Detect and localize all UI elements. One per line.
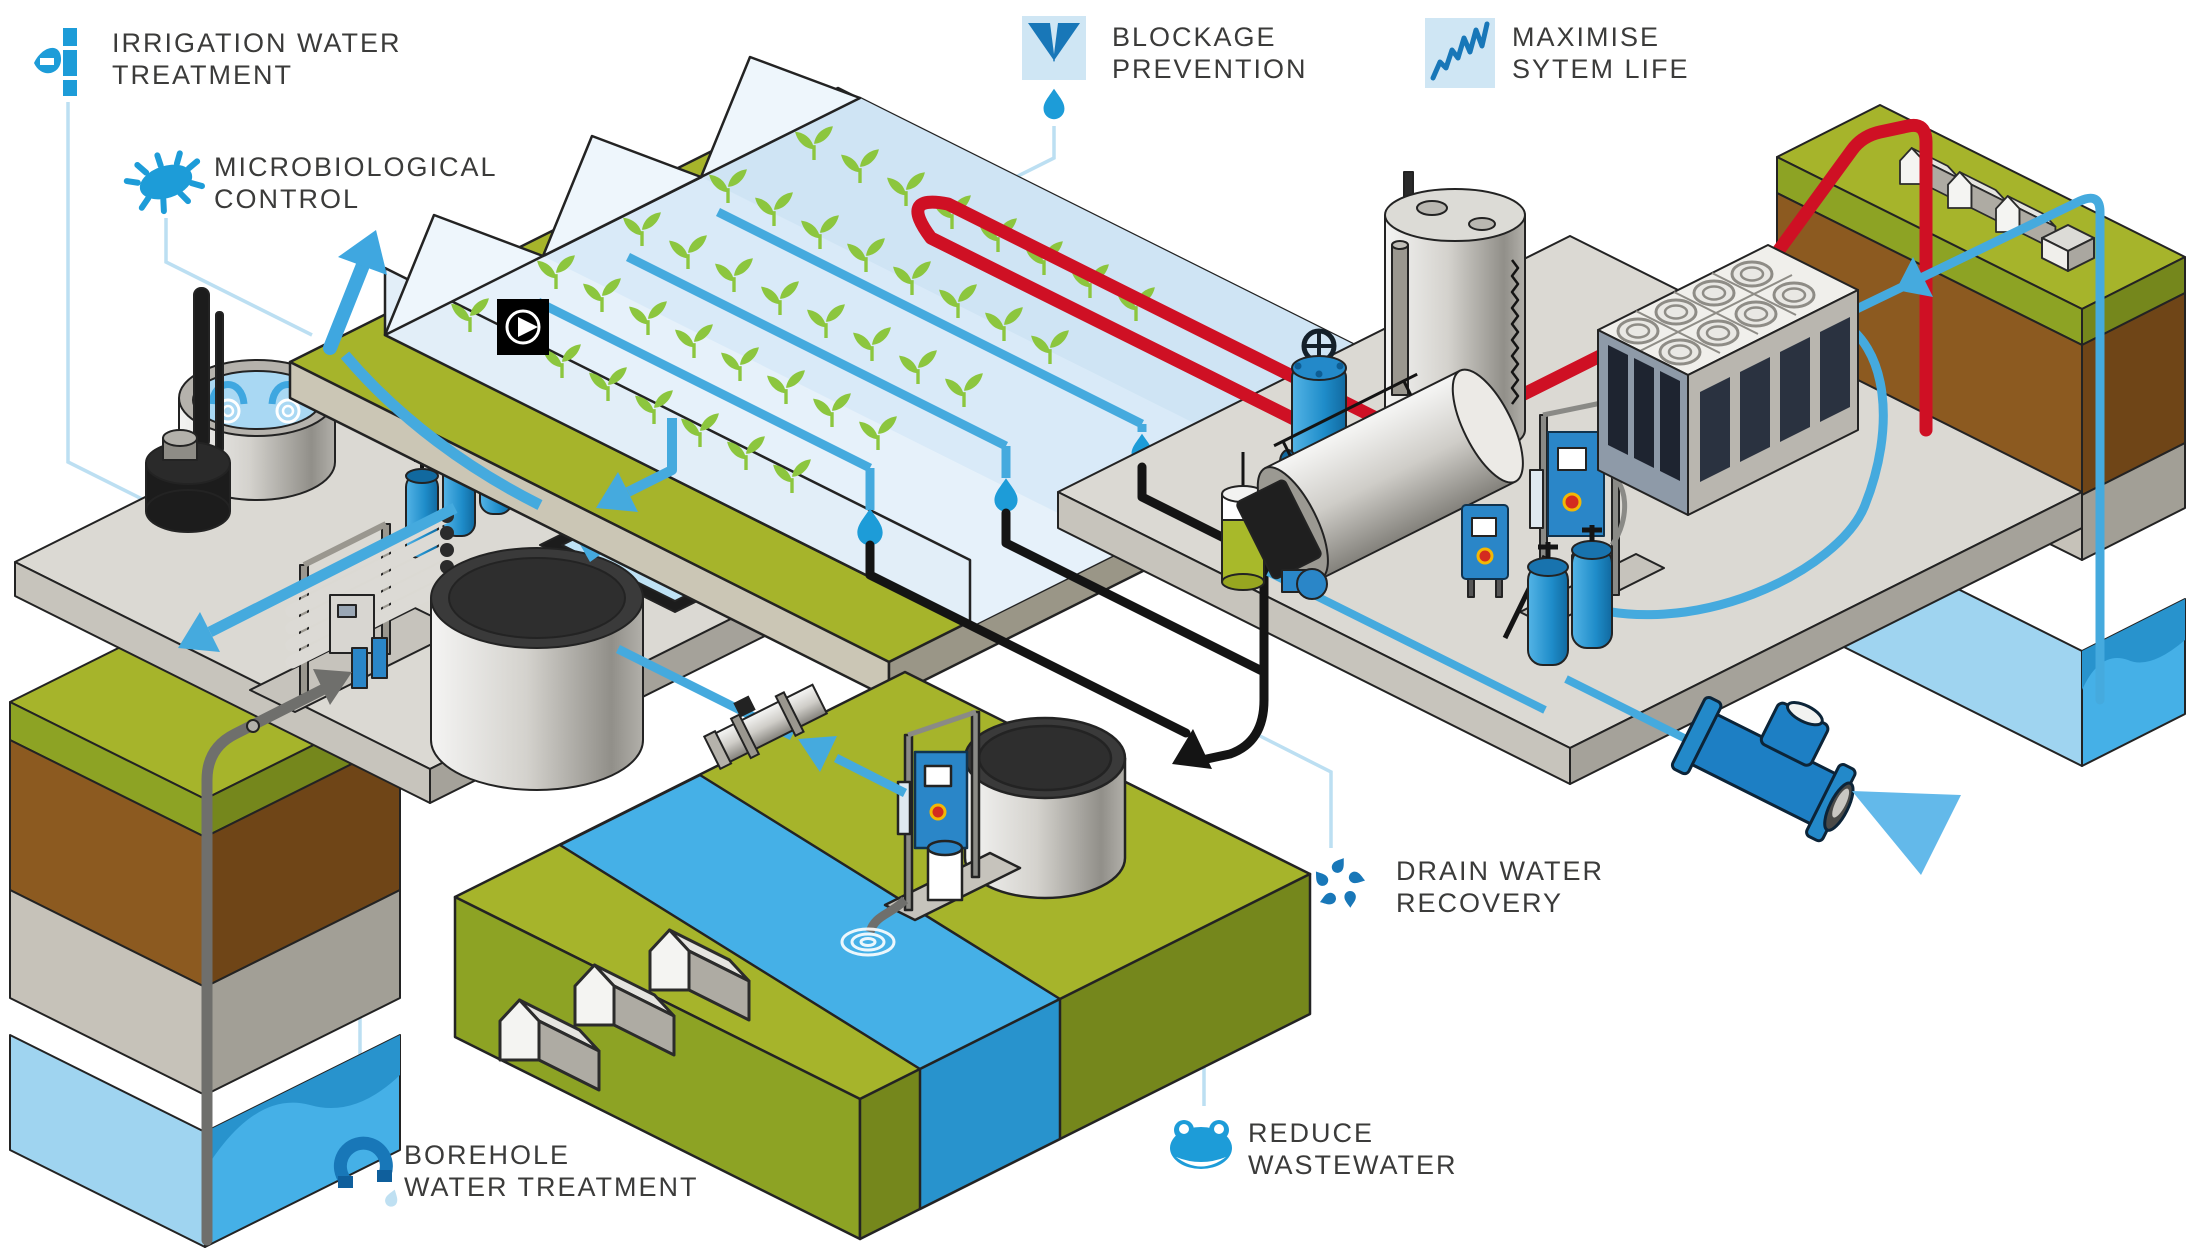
label-reduce-1: REDUCE: [1248, 1118, 1374, 1148]
label-reduce-2: WASTEWATER: [1248, 1150, 1458, 1180]
leader-drain: [1257, 733, 1333, 848]
right-platform-equipment: [1221, 171, 1859, 666]
canal-intake: [840, 896, 909, 957]
canal-front: [918, 997, 1062, 1211]
aquifer-flow-arrow: [1896, 257, 1933, 297]
label-blockage-1: BLOCKAGE: [1112, 22, 1277, 52]
label-irrigation-2: TREATMENT: [112, 60, 293, 90]
water-meter: [1564, 675, 1961, 875]
recovered-water-line: [615, 644, 908, 798]
control-panel: [1461, 504, 1509, 598]
magnet-drop-icon: [333, 1136, 401, 1209]
softener-cylinders: [1502, 525, 1613, 666]
recycle-drops-icon: [1311, 854, 1367, 908]
storage-tank: [430, 547, 644, 791]
village-houses-small: [1899, 147, 2095, 272]
label-microbiological-2: CONTROL: [214, 184, 360, 214]
flue-pipe: [1391, 244, 1409, 396]
funnel-drop-icon: [1022, 16, 1086, 120]
drip-emitter-icon: [34, 28, 77, 96]
label-maximise-1: MAXIMISE: [1512, 22, 1660, 52]
drain-flow-arrow: [1172, 729, 1212, 769]
label-borehole-2: WATER TREATMENT: [404, 1172, 699, 1202]
bacteria-icon: [123, 150, 206, 215]
uv-disinfection-unit: [702, 683, 829, 771]
label-drain-1: DRAIN WATER: [1396, 856, 1604, 886]
play-button[interactable]: [497, 299, 549, 355]
play-icon: [518, 317, 538, 337]
label-maximise-2: SYTEM LIFE: [1512, 54, 1690, 84]
heating-loop: [911, 118, 1933, 447]
borehole-pipe: [201, 669, 352, 1246]
supply-pipe: [323, 230, 543, 510]
gable-3: [699, 55, 862, 179]
label-blockage-2: PREVENTION: [1112, 54, 1308, 84]
surface-water-field: [453, 670, 1312, 1241]
gable-1: [383, 213, 545, 337]
heat-pump-unit: [1597, 244, 1859, 516]
label-drain-2: RECOVERY: [1396, 888, 1563, 918]
frog-icon: [1170, 1120, 1232, 1169]
label-borehole-1: BOREHOLE: [404, 1140, 570, 1170]
canal-treatment-skid: [883, 709, 1022, 922]
pump-unit: [145, 287, 231, 533]
leader-microbiological: [164, 218, 313, 337]
mains-inflow-arrow: [1852, 791, 1961, 875]
aquifer-pipe: [1547, 193, 2105, 705]
label-microbiological-1: MICROBIOLOGICAL: [214, 152, 498, 182]
line-chart-icon: [1425, 18, 1495, 88]
annotations: IRRIGATION WATER TREATMENT MICROBIOLOGIC…: [34, 16, 1690, 1209]
boiler: [1236, 368, 1524, 600]
irrigation-pipes: [535, 207, 1147, 510]
return-pipe: [596, 418, 677, 512]
label-irrigation-1: IRRIGATION WATER: [112, 28, 402, 58]
borehole-ground-section: [9, 604, 401, 1248]
gable-2: [541, 134, 703, 258]
